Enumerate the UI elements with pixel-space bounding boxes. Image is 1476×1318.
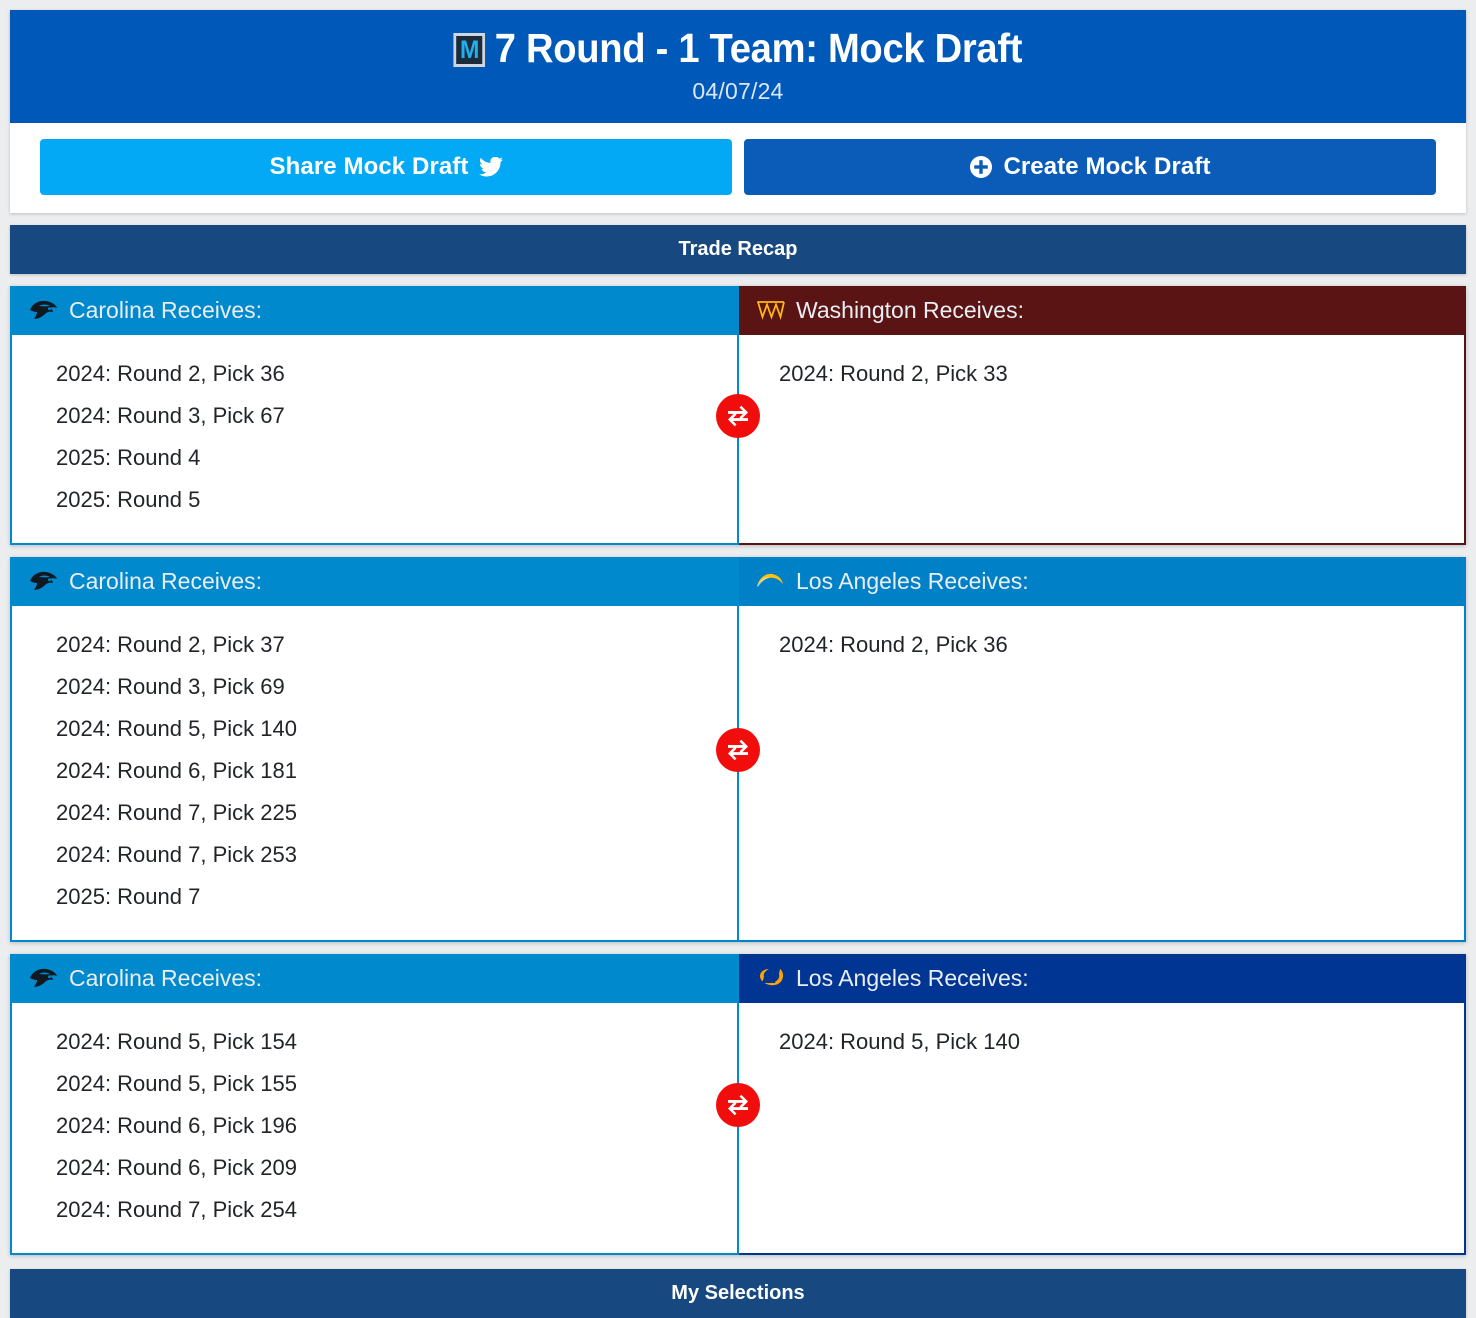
trade-swap-badge[interactable] [716, 393, 760, 438]
panthers-logo-icon [30, 968, 57, 987]
trade-pick-item: 2024: Round 2, Pick 33 [779, 361, 1008, 386]
mock-draft-logo-icon: M [453, 33, 486, 67]
trade-pick-item: 2024: Round 6, Pick 181 [56, 758, 297, 783]
trade-pick-item: 2024: Round 7, Pick 253 [56, 842, 297, 867]
create-mock-draft-button[interactable]: Create Mock Draft [744, 139, 1436, 195]
trade-pick-item: 2024: Round 7, Pick 225 [56, 800, 297, 825]
trade-pick-item: 2025: Round 7 [56, 884, 201, 909]
trade-pick-list: 2024: Round 5, Pick 140 [739, 1003, 1464, 1253]
trade-pick-list: 2024: Round 2, Pick 36 2024: Round 3, Pic… [12, 335, 737, 543]
trade-pick-list: 2024: Round 2, Pick 37 2024: Round 3, Pic… [12, 606, 737, 940]
trade-side-header-label: Carolina Receives: [69, 568, 263, 594]
trade-side-right: Washington Receives: 2024: Round 2, Pick … [739, 286, 1466, 545]
trade-side-header-label: Carolina Receives: [69, 297, 263, 323]
trade-pick-list: 2024: Round 2, Pick 33 [739, 335, 1464, 543]
trade-side-header-label: Los Angeles Receives: [796, 965, 1029, 991]
trade-pick-item: 2024: Round 6, Pick 209 [56, 1155, 297, 1180]
page-title-text: 7 Round - 1 Team: Mock Draft [494, 25, 1023, 71]
trade-pick-item: 2024: Round 6, Pick 196 [56, 1113, 297, 1138]
trade-pick-item: 2024: Round 2, Pick 36 [779, 632, 1008, 657]
trade-pick-list: 2024: Round 5, Pick 154 2024: Round 5, Pi… [12, 1003, 737, 1253]
share-mock-draft-button[interactable]: Share Mock Draft [40, 139, 732, 195]
page-header: M 7 Round - 1 Team: Mock Draft 04/07/24 [10, 10, 1466, 123]
trade-side-header: Carolina Receives: [12, 557, 737, 606]
page-title: M 7 Round - 1 Team: Mock Draft [70, 24, 1405, 72]
exchange-arrows-icon [728, 1094, 748, 1115]
share-button-label: Share Mock Draft [269, 153, 469, 180]
trade-pick-item: 2024: Round 2, Pick 36 [56, 361, 285, 386]
twitter-bird-icon [478, 157, 503, 177]
trade-side-right: Los Angeles Receives: 2024: Round 5, Pick… [739, 954, 1466, 1255]
trade-card: Carolina Receives: 2024: Round 5, Pick 15… [10, 954, 1466, 1255]
exchange-arrows-icon [728, 739, 748, 760]
trade-pick-item: 2025: Round 5 [56, 487, 201, 512]
trade-list: Carolina Receives: 2024: Round 2, Pick 36… [0, 286, 1476, 1255]
commanders-logo-icon [757, 301, 785, 321]
trade-swap-badge[interactable] [716, 1082, 760, 1127]
trade-side-header-label: Carolina Receives: [69, 965, 263, 991]
trade-pick-item: 2024: Round 5, Pick 154 [56, 1029, 297, 1054]
trade-pick-item: 2024: Round 5, Pick 140 [56, 716, 297, 741]
trade-pick-list: 2024: Round 2, Pick 36 [739, 606, 1464, 940]
trade-side-left: Carolina Receives: 2024: Round 2, Pick 37… [10, 557, 737, 942]
rams-logo-icon [760, 969, 784, 986]
trade-pick-item: 2024: Round 3, Pick 67 [56, 403, 285, 428]
trade-card: Carolina Receives: 2024: Round 2, Pick 36… [10, 286, 1466, 545]
plus-circle-icon [970, 156, 993, 178]
trade-side-header: Los Angeles Receives: [739, 557, 1464, 606]
action-bar: Share Mock Draft Create Mock Draft [10, 123, 1466, 213]
trade-pick-item: 2025: Round 4 [56, 445, 201, 470]
trade-side-right: Los Angeles Receives: 2024: Round 2, Pick… [739, 557, 1466, 942]
trade-side-header-label: Washington Receives: [796, 297, 1024, 323]
trade-side-header: Los Angeles Receives: [739, 954, 1464, 1003]
trade-side-header: Carolina Receives: [12, 286, 737, 335]
create-button-label: Create Mock Draft [1003, 153, 1211, 180]
trade-side-header: Washington Receives: [739, 286, 1464, 335]
trade-swap-badge[interactable] [716, 727, 760, 772]
chargers-logo-icon [757, 573, 783, 587]
trade-side-left: Carolina Receives: 2024: Round 5, Pick 15… [10, 954, 737, 1255]
trade-pick-item: 2024: Round 2, Pick 37 [56, 632, 285, 657]
trade-pick-item: 2024: Round 7, Pick 254 [56, 1197, 297, 1222]
trade-pick-item: 2024: Round 3, Pick 69 [56, 674, 285, 699]
trade-side-header: Carolina Receives: [12, 954, 737, 1003]
trade-side-left: Carolina Receives: 2024: Round 2, Pick 36… [10, 286, 737, 545]
trade-pick-item: 2024: Round 5, Pick 140 [779, 1029, 1020, 1054]
panthers-logo-icon [30, 571, 57, 590]
trade-side-header-label: Los Angeles Receives: [796, 568, 1029, 594]
exchange-arrows-icon [728, 405, 748, 426]
panthers-logo-icon [30, 300, 57, 319]
trade-recap-section-header: Trade Recap [10, 225, 1466, 274]
trade-pick-item: 2024: Round 5, Pick 155 [56, 1071, 297, 1096]
draft-date: 04/07/24 [692, 78, 784, 104]
trade-card: Carolina Receives: 2024: Round 2, Pick 37… [10, 557, 1466, 942]
my-selections-section-header[interactable]: My Selections [10, 1269, 1466, 1318]
